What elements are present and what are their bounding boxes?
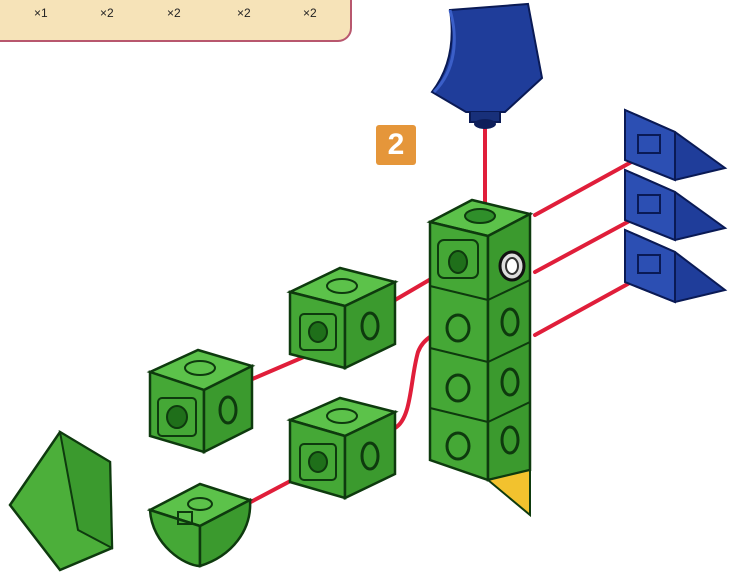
connector-line-blue-3: [533, 278, 637, 337]
step-number-badge: 2: [376, 125, 416, 165]
green-wedge: [8, 430, 114, 572]
connector-lines: [243, 123, 637, 507]
part-quantity-4: ×2: [237, 6, 251, 20]
part-quantity-2: ×2: [100, 6, 114, 20]
blue-wedge-stack: [624, 108, 728, 304]
green-column: [426, 198, 534, 518]
part-quantity-3: ×2: [167, 6, 181, 20]
green-cube-a: [286, 266, 399, 370]
part-quantity-1: ×1: [34, 6, 48, 20]
connector-line-blue-1: [533, 158, 637, 217]
parts-list-panel: ×1 ×2 ×2 ×2 ×2: [0, 0, 352, 42]
green-cube-c: [286, 396, 399, 500]
connector-line-blue-2: [533, 216, 637, 274]
blue-curved-piece: [430, 2, 544, 129]
green-rounded-piece: [146, 482, 254, 568]
green-cube-b: [146, 348, 256, 455]
part-quantity-5: ×2: [303, 6, 317, 20]
